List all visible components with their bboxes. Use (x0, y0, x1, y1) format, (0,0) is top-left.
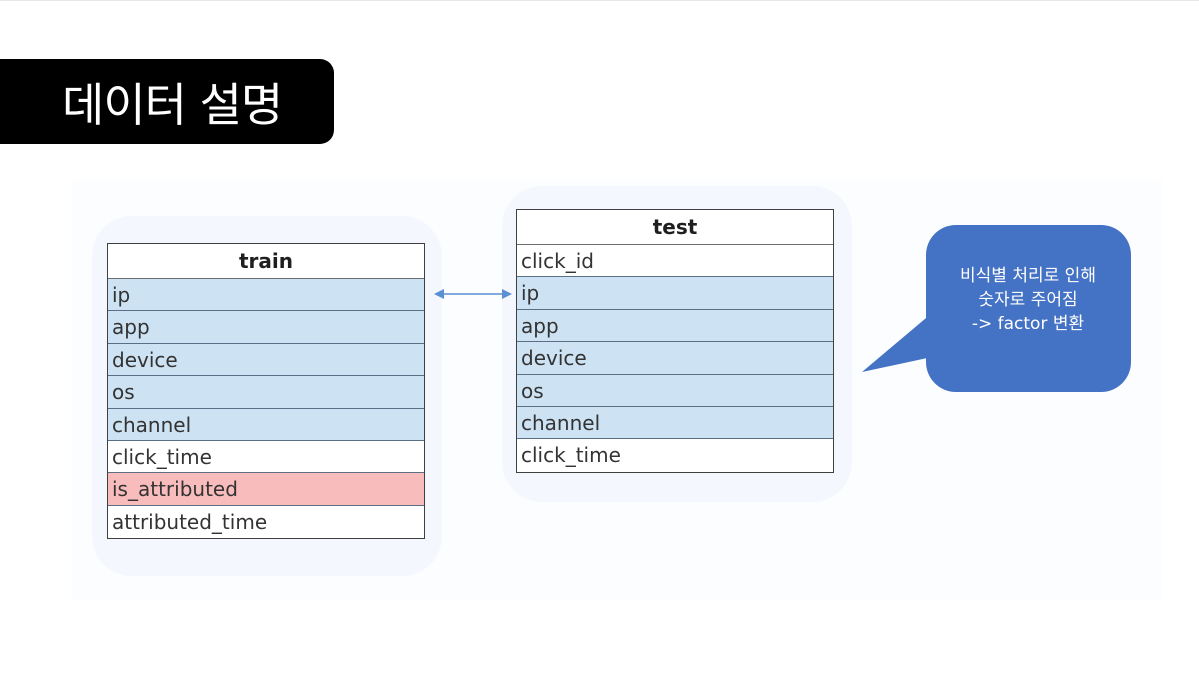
train-row-click-time: click_time (108, 440, 424, 474)
test-row-os: os (517, 374, 833, 407)
train-row-ip: ip (108, 279, 424, 312)
test-table-header: test (517, 210, 833, 245)
callout-line: 숫자로 주어짐 (978, 290, 1078, 310)
train-table-header: train (108, 244, 424, 279)
page-title: 데이터 설명 (0, 59, 334, 144)
train-row-attributed-time: attributed_time (108, 505, 424, 539)
train-table: train ip app device os channel click_tim… (107, 243, 425, 540)
test-row-ip: ip (517, 277, 833, 310)
callout-line: -> factor 변환 (971, 314, 1085, 334)
test-table: test click_id ip app device os channel c… (516, 209, 834, 473)
train-row-os: os (108, 376, 424, 409)
double-arrow-icon (434, 289, 512, 299)
test-row-click-id: click_id (517, 245, 833, 278)
top-divider (0, 0, 1199, 1)
callout-text: 비식별 처리로 인해 숫자로 주어짐 -> factor 변환 (926, 264, 1130, 336)
test-row-click-time: click_time (517, 439, 833, 472)
train-row-device: device (108, 343, 424, 377)
callout-bubble (862, 225, 1131, 392)
callout-line: 비식별 처리로 인해 (960, 266, 1096, 286)
train-row-app: app (108, 311, 424, 344)
test-row-channel: channel (517, 406, 833, 440)
test-row-device: device (517, 342, 833, 375)
test-row-app: app (517, 309, 833, 343)
train-row-channel: channel (108, 408, 424, 441)
train-row-is-attributed: is_attributed (108, 473, 424, 506)
